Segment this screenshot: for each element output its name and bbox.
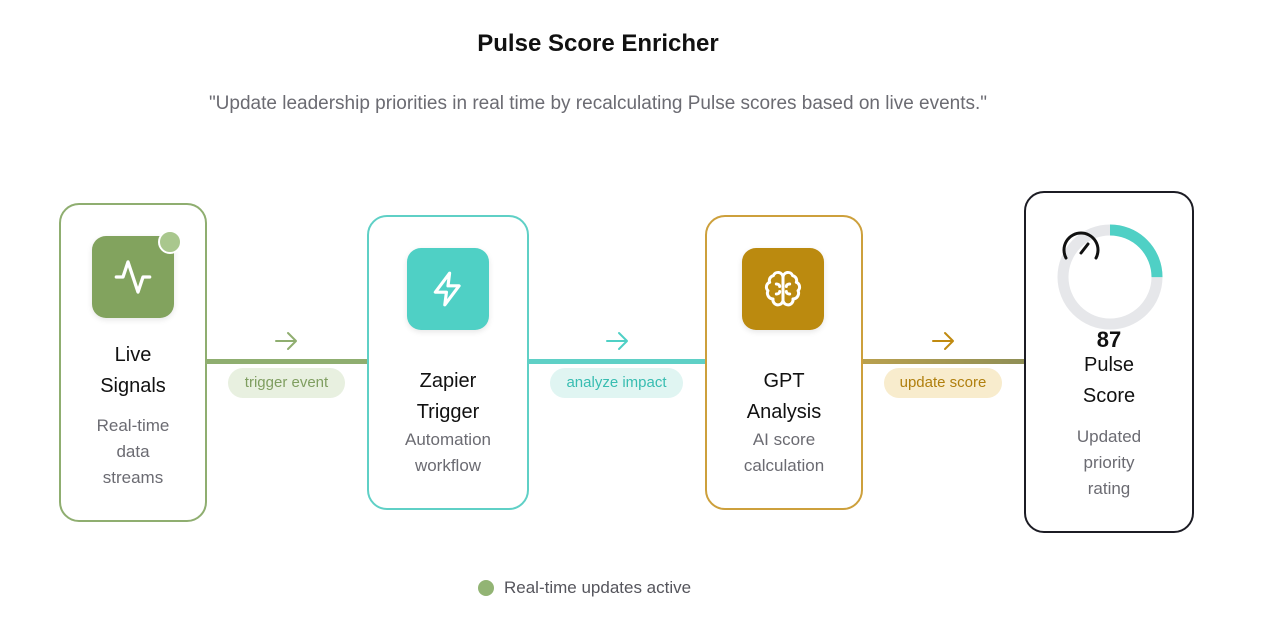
- step-card-live-signals: Live Signals Real-time data streams: [59, 203, 207, 522]
- connector-label-analyze-impact: analyze impact: [550, 368, 683, 398]
- connector-line-3: [863, 359, 1024, 364]
- step-title: Pulse Score: [1082, 354, 1136, 407]
- live-indicator-dot: [158, 230, 182, 254]
- step-title: Zapier Trigger: [416, 370, 480, 423]
- lightning-bolt-icon: [407, 248, 489, 330]
- step-description: Updated priority rating: [1076, 427, 1142, 498]
- score-gauge-ring: [1057, 224, 1163, 330]
- arrow-right-icon: [932, 332, 954, 350]
- step-description: Real-time data streams: [96, 416, 170, 487]
- connector-label-update-score: update score: [884, 368, 1002, 398]
- page-subtitle: "Update leadership priorities in real ti…: [208, 93, 988, 114]
- page-title: Pulse Score Enricher: [477, 30, 719, 57]
- step-title: GPT Analysis: [746, 370, 822, 423]
- status-dot: [478, 580, 494, 596]
- connector-line-2: [529, 359, 705, 364]
- step-card-zapier-trigger: Zapier Trigger Automation workflow: [367, 215, 529, 510]
- arrow-right-icon: [606, 332, 628, 350]
- connector-line-1: [207, 359, 367, 364]
- step-card-gpt-analysis: GPT Analysis AI score calculation: [705, 215, 863, 510]
- brain-icon: [742, 248, 824, 330]
- status-text: Real-time updates active: [504, 578, 692, 597]
- step-title: Live Signals: [100, 344, 166, 397]
- score-value: 87: [1096, 327, 1122, 352]
- gauge-icon: [1062, 231, 1100, 260]
- step-card-pulse-score: 87 Pulse Score Updated priority rating: [1024, 191, 1194, 533]
- connector-label-trigger-event: trigger event: [228, 368, 345, 398]
- step-description: AI score calculation: [743, 430, 825, 475]
- arrow-right-icon: [275, 332, 297, 350]
- step-description: Automation workflow: [405, 430, 491, 475]
